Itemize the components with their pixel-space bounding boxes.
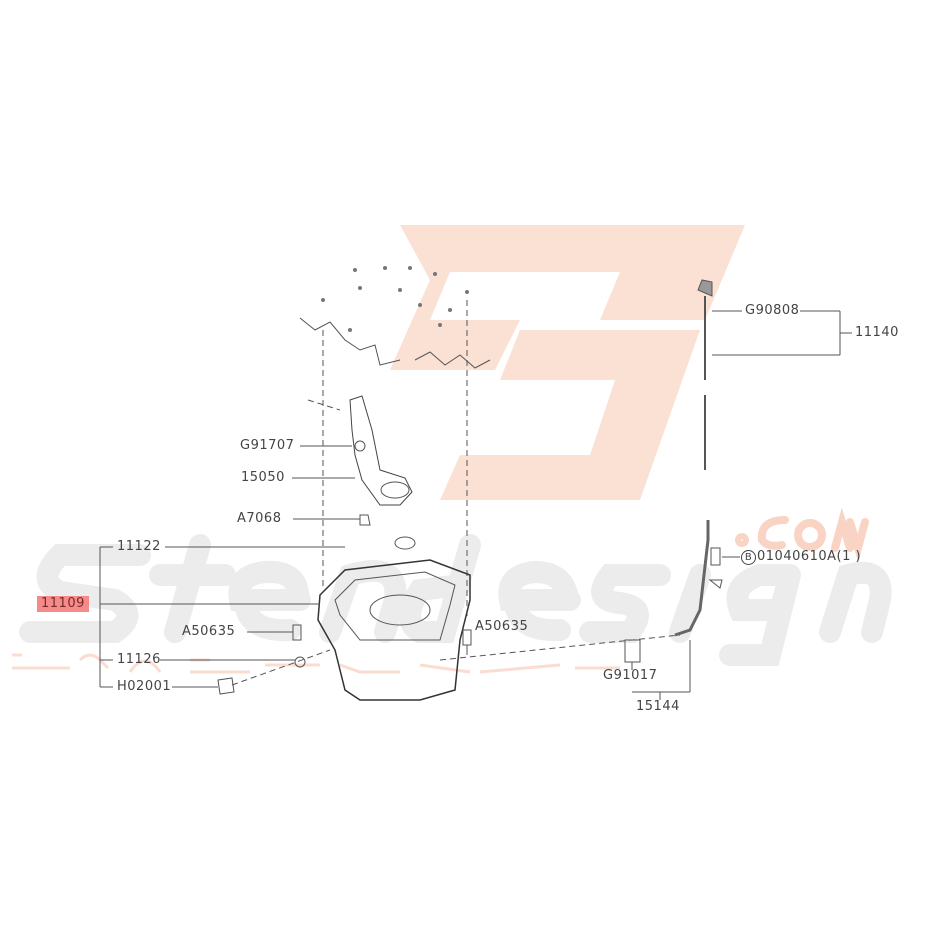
bolt-a50635-right — [462, 629, 472, 646]
label-11126[interactable]: 11126 — [117, 652, 161, 667]
label-a50635-right[interactable]: A50635 — [475, 619, 529, 634]
label-11140[interactable]: 11140 — [855, 325, 899, 340]
label-15144[interactable]: 15144 — [636, 699, 680, 714]
bolt-ref-text: 01040610A(1 ) — [757, 549, 862, 564]
watermark-brand-shape — [19, 534, 892, 666]
block-edge — [299, 317, 401, 366]
oil-strainer — [349, 395, 413, 506]
circled-b-icon: B — [741, 550, 756, 565]
clip-g91017 — [624, 639, 641, 663]
drain-plug — [217, 677, 235, 695]
dipstick-tube — [674, 520, 710, 637]
watermark-domain-shape — [735, 507, 869, 563]
label-g91707[interactable]: G91707 — [240, 438, 295, 453]
dipstick-handle — [697, 279, 713, 297]
bolt-a50635-left — [292, 624, 302, 641]
block-holes — [321, 266, 469, 332]
label-11122[interactable]: 11122 — [117, 539, 161, 554]
washer-11126 — [294, 656, 306, 668]
watermark-tagline-shape — [12, 653, 620, 674]
label-11109-highlighted[interactable]: 11109 — [37, 596, 89, 612]
label-g91017[interactable]: G91017 — [603, 668, 658, 683]
label-a50635-left[interactable]: A50635 — [182, 624, 236, 639]
label-g90808[interactable]: G90808 — [745, 303, 800, 318]
label-a7068[interactable]: A7068 — [237, 511, 282, 526]
label-h02001[interactable]: H02001 — [117, 679, 172, 694]
oil-pan — [317, 559, 471, 701]
label-15050[interactable]: 15050 — [241, 470, 285, 485]
